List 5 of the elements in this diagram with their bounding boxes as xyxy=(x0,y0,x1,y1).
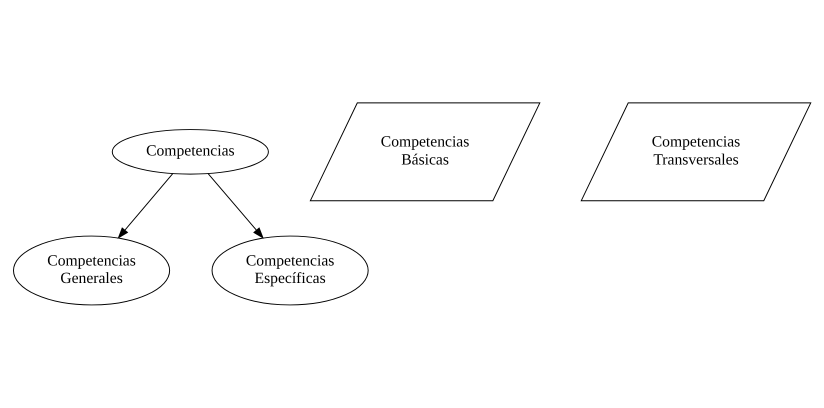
node-ellipse: Competencias xyxy=(112,129,269,175)
node-ellipse: Competencias Generales xyxy=(13,236,170,306)
arrow xyxy=(118,172,174,239)
node-ellipse: Competencias Específicas xyxy=(212,236,369,306)
arrow xyxy=(207,172,264,239)
